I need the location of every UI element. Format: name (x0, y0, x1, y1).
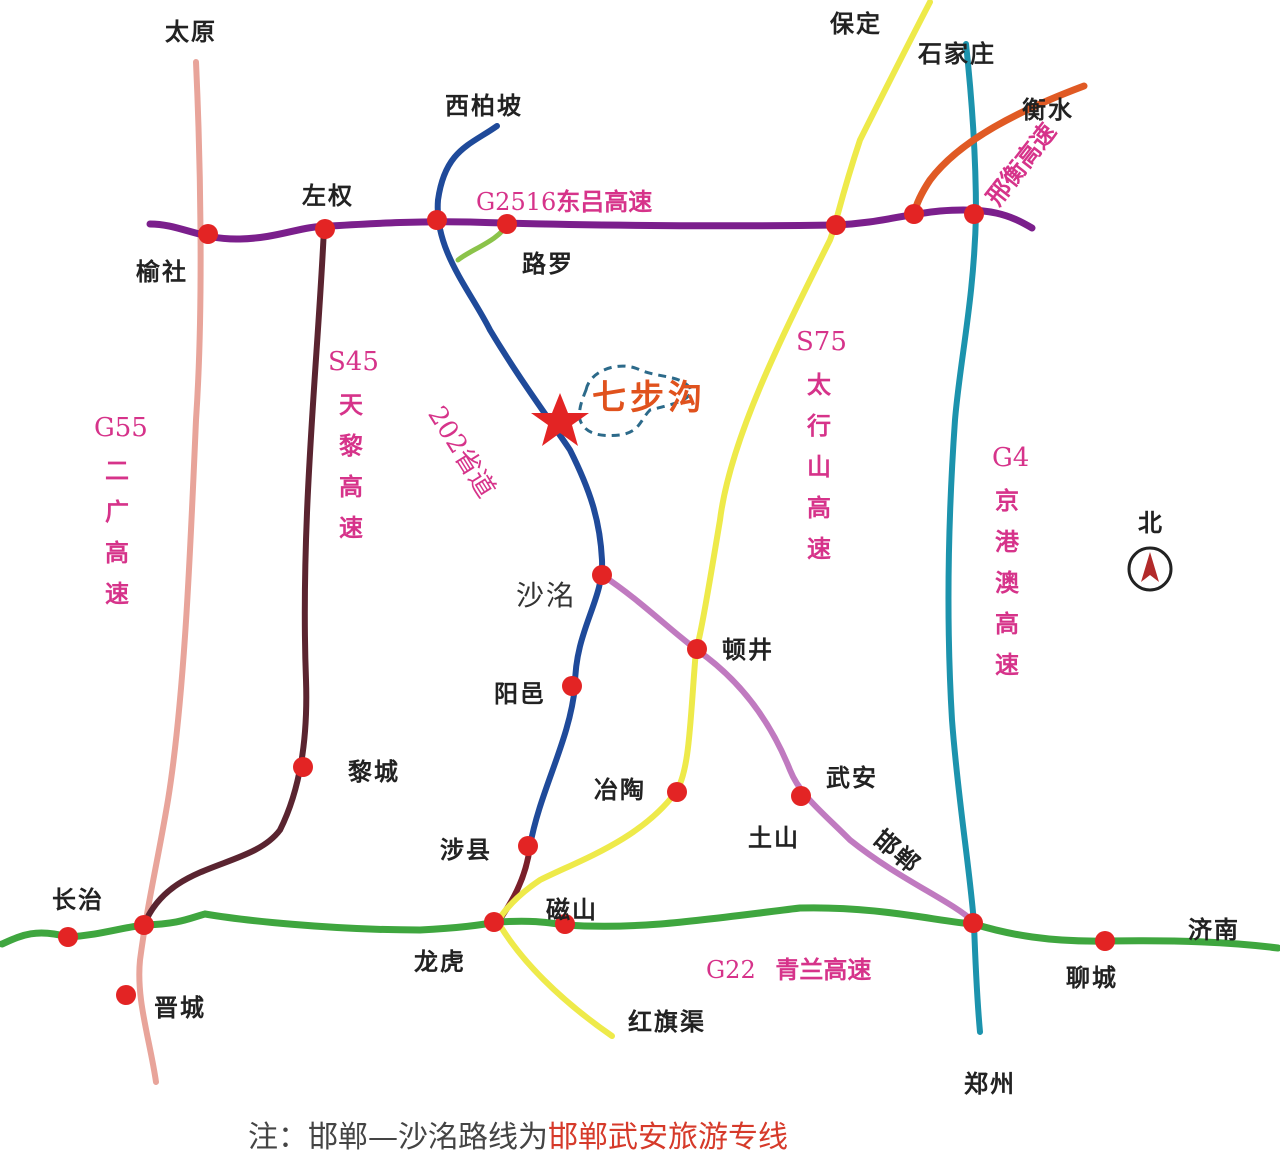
stop-changzhi-junction[interactable] (134, 915, 154, 935)
s75-char: 速 (807, 535, 831, 563)
g22-label: G22 青兰高速 (706, 950, 871, 985)
xingheng-highway-line (910, 82, 1088, 218)
s45-highway-line (141, 225, 327, 928)
label-baoding: 保定 (830, 10, 882, 38)
label-hengshui: 衡水 (1022, 96, 1074, 124)
label-yetao: 冶陶 (594, 776, 646, 804)
label-taiyuan: 太原 (165, 18, 217, 46)
label-cishan: 磁山 (546, 896, 598, 924)
stop-yushe[interactable] (198, 224, 218, 244)
north-compass: 北 (1125, 503, 1175, 598)
label-yushe: 榆社 (136, 258, 188, 286)
label-liaocheng: 聊城 (1066, 964, 1118, 992)
stop-shexian[interactable] (518, 836, 538, 856)
s75-char: 高 (807, 494, 831, 522)
label-jincheng: 晋城 (154, 994, 206, 1022)
stop-xingheng-junction[interactable] (904, 204, 924, 224)
g2516-code: G2516 (476, 188, 557, 216)
s45-char: 天 (339, 391, 363, 419)
label-hongqiqu: 红旗渠 (628, 1008, 706, 1036)
footnote: 注：邯郸—沙洺路线为邯郸武安旅游专线 (248, 1112, 788, 1156)
stop-s75-junction[interactable] (826, 215, 846, 235)
s75-label: S75 太 行 山 高 速 (796, 322, 847, 570)
stop-cishan[interactable] (555, 914, 575, 934)
g2516-name: 东吕高速 (556, 188, 653, 216)
g4-char: 速 (995, 651, 1019, 679)
s45-label: S45 天 黎 高 速 (328, 342, 379, 549)
label-jinan: 济南 (1188, 916, 1240, 944)
footnote-highlight: 邯郸武安旅游专线 (548, 1120, 788, 1155)
label-zhengzhou: 郑州 (964, 1070, 1016, 1098)
stop-zuoquan[interactable] (315, 219, 335, 239)
s45-code: S45 (328, 347, 379, 377)
stop-handan[interactable] (963, 913, 983, 933)
stop-licheng[interactable] (293, 757, 313, 777)
g55-char: 速 (105, 580, 129, 608)
stop-shaluo[interactable] (592, 565, 612, 585)
g55-highway-line (136, 59, 204, 1085)
label-zuoquan: 左权 (302, 182, 354, 210)
g4-char: 澳 (995, 569, 1019, 597)
g4-char: 高 (995, 610, 1019, 638)
stop-changzhi[interactable] (58, 927, 78, 947)
stop-dunjing[interactable] (687, 639, 707, 659)
label-xibaipo: 西柏坡 (445, 92, 523, 120)
g22-code: G22 (706, 956, 756, 984)
stop-liaocheng[interactable] (1095, 931, 1115, 951)
stop-wuan[interactable] (791, 786, 811, 806)
g22-name: 青兰高速 (775, 956, 872, 984)
label-wuan: 武安 (826, 764, 878, 792)
label-shaluo: 沙洺 (516, 579, 577, 612)
g55-char: 广 (105, 498, 129, 526)
stop-yetao[interactable] (667, 782, 687, 802)
stop-xibaipo-junction[interactable] (427, 210, 447, 230)
g4-char: 京 (995, 487, 1019, 515)
stop-g4-junction[interactable] (964, 204, 984, 224)
tourist-line (599, 572, 977, 925)
g4-code: G4 (992, 443, 1030, 473)
g55-char: 高 (105, 539, 129, 567)
stop-yangyi[interactable] (562, 676, 582, 696)
north-label: 北 (1138, 509, 1162, 537)
g55-char: 二 (105, 457, 129, 485)
g2516-label: G2516东吕高速 (476, 182, 652, 217)
attraction-label[interactable]: 七步沟 (592, 378, 706, 418)
stop-longhu[interactable] (484, 912, 504, 932)
label-shijiazhuang: 石家庄 (918, 40, 996, 68)
label-shexian: 涉县 (440, 836, 492, 864)
g4-char: 港 (995, 528, 1019, 556)
s45-char: 黎 (339, 432, 363, 460)
footnote-prefix: 注：邯郸—沙洺路线为 (248, 1120, 548, 1155)
s75-char: 行 (807, 412, 831, 440)
s75-code: S75 (796, 327, 847, 357)
g4-label: G4 京 港 澳 高 速 (992, 438, 1030, 686)
g55-label: G55 二 广 高 速 (94, 408, 148, 615)
g2516-highway-line (146, 206, 1036, 243)
attraction-star-icon (531, 393, 589, 446)
s45-char: 高 (339, 473, 363, 501)
label-licheng: 黎城 (348, 758, 400, 786)
s75-char: 山 (807, 453, 831, 481)
label-dunjing: 顿井 (722, 636, 774, 664)
s75-char: 太 (807, 371, 831, 399)
g4-highway-line (945, 41, 983, 1035)
stop-jincheng[interactable] (116, 985, 136, 1005)
label-yangyi: 阳邑 (494, 680, 546, 708)
label-longhu: 龙虎 (414, 948, 466, 976)
g55-code: G55 (94, 413, 148, 443)
stop-luluo[interactable] (497, 214, 517, 234)
s202-road-line (434, 123, 606, 849)
attraction-area-outline (578, 364, 693, 438)
label-luluo: 路罗 (522, 250, 574, 278)
stop-markers (58, 204, 1115, 1005)
s45-char: 速 (339, 514, 363, 542)
g22-highway-line (0, 904, 1280, 952)
label-tushan: 土山 (748, 824, 800, 852)
north-arrow-icon (1127, 546, 1173, 592)
label-changzhi: 长治 (52, 886, 104, 914)
s75-highway-line (494, 0, 933, 1039)
